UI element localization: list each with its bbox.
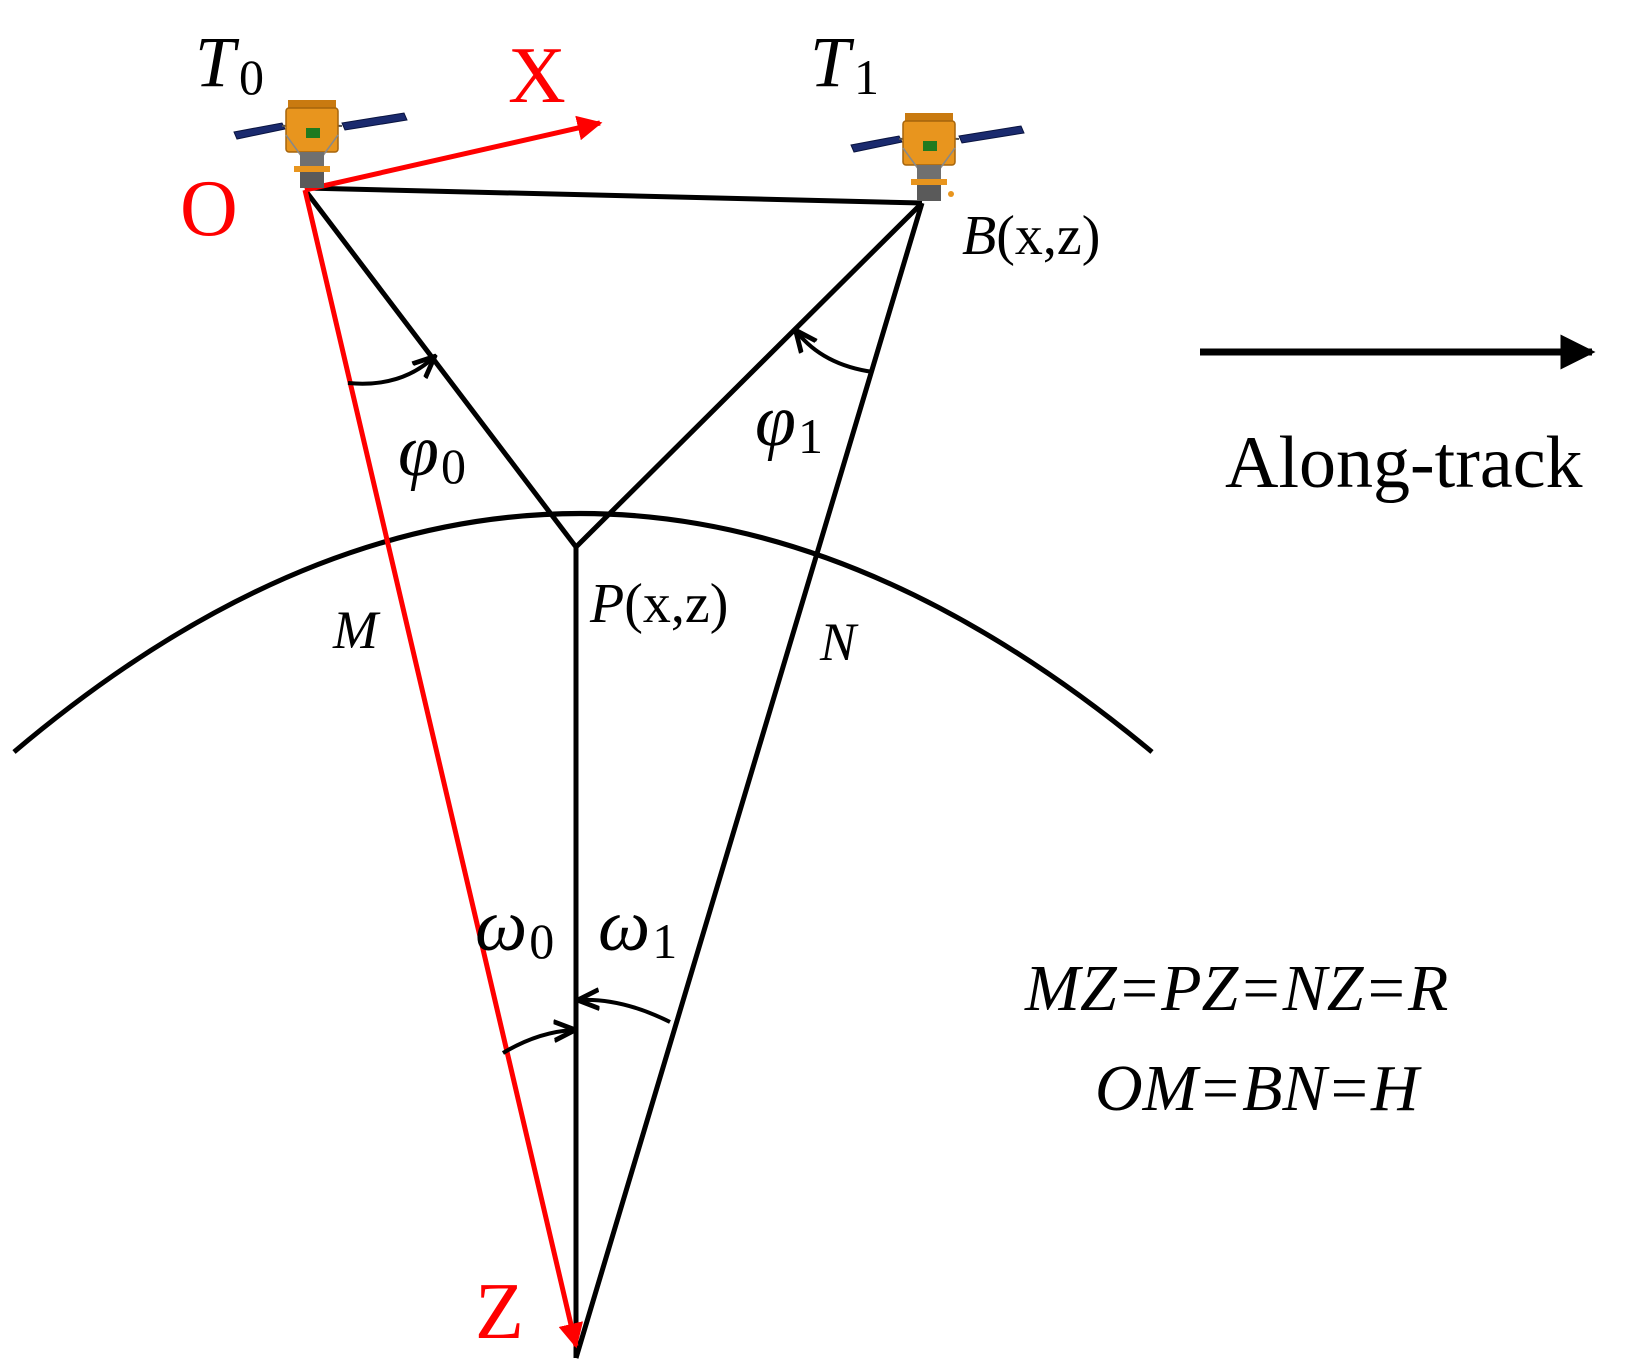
equation-line-1: MZ=PZ=NZ=R — [1024, 952, 1448, 1025]
satellite-icon — [233, 100, 408, 188]
equation-line-2: OM=BN=H — [1095, 1052, 1422, 1125]
m-point-label: M — [332, 600, 381, 660]
phi0-label: φ0 — [398, 410, 466, 494]
phi0-angle-arc — [347, 358, 433, 386]
line-op — [303, 188, 578, 549]
b-point-label: B(x,z) — [962, 205, 1100, 267]
satellite-icon — [850, 113, 1025, 201]
phi1-angle-arc — [797, 332, 874, 374]
along-track-label: Along-track — [1225, 422, 1583, 504]
omega0-angle-arc — [501, 1030, 573, 1055]
x-axis-line — [304, 115, 603, 193]
omega0-label: ω0 — [475, 885, 554, 969]
line-bz — [573, 202, 925, 1359]
phi1-label: φ1 — [755, 380, 823, 464]
z-axis-label: Z — [475, 1268, 524, 1356]
omega1-label: ω1 — [598, 885, 677, 969]
n-point-label: N — [819, 612, 859, 672]
t1-label: T1 — [810, 22, 879, 105]
z-axis-line — [302, 189, 584, 1349]
t0-label: T0 — [195, 22, 264, 105]
omega1-angle-arc — [580, 1000, 671, 1024]
p-point-label: P(x,z) — [589, 573, 728, 635]
earth-surface-arc — [12, 511, 1154, 754]
line-bp — [574, 201, 924, 549]
x-axis-label: X — [508, 32, 566, 120]
baseline-ob — [304, 185, 923, 206]
origin-label: O — [180, 165, 238, 253]
